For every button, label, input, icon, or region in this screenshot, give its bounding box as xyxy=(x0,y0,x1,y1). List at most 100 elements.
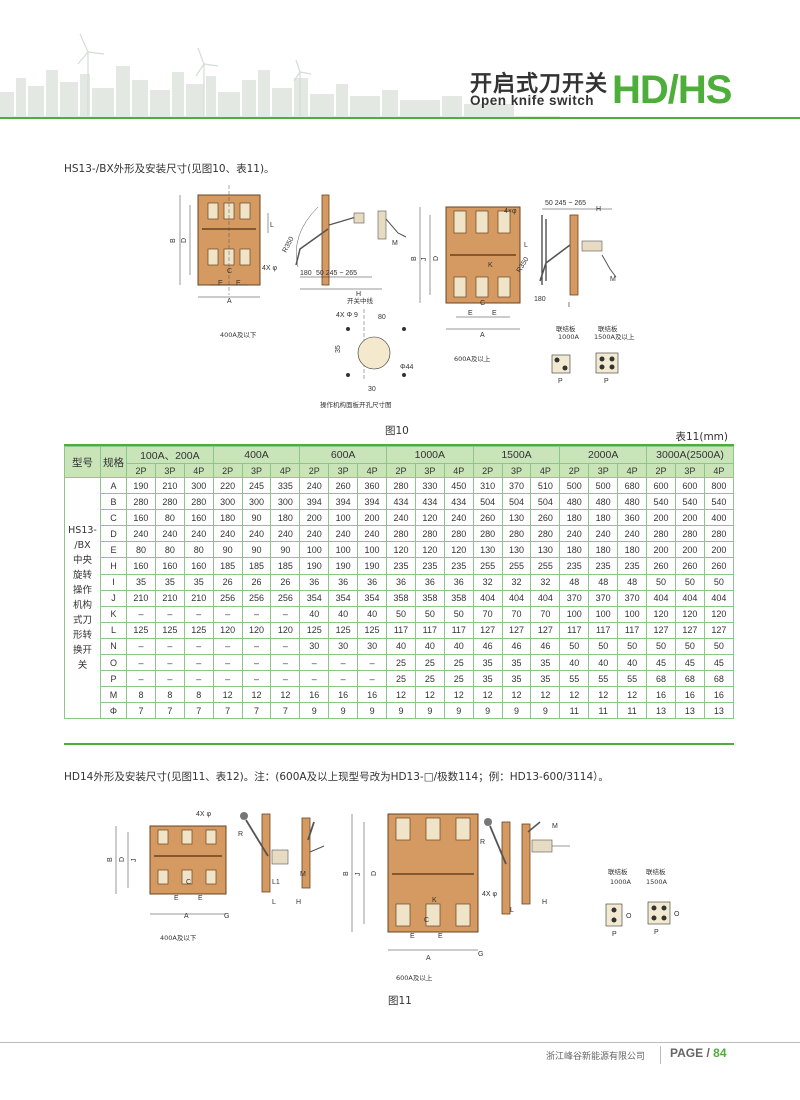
svg-text:P: P xyxy=(654,929,659,936)
value-cell: 235 xyxy=(443,557,474,575)
svg-text:E: E xyxy=(198,895,203,902)
value-cell: 117 xyxy=(414,621,445,639)
value-cell: 9 xyxy=(328,702,359,720)
value-cell: – xyxy=(126,670,156,688)
value-cell: 190 xyxy=(328,557,359,575)
value-cell: 245 xyxy=(241,476,272,495)
svg-text:E: E xyxy=(468,310,473,317)
value-cell: 370 xyxy=(617,589,648,607)
value-cell: 404 xyxy=(530,589,561,607)
value-cell: 80 xyxy=(154,541,185,559)
value-cell: 540 xyxy=(674,493,705,511)
svg-text:联结板: 联结板 xyxy=(646,867,666,876)
value-cell: 45 xyxy=(646,654,676,672)
svg-text:4X φ: 4X φ xyxy=(196,811,212,818)
group-header: 3000A(2500A) xyxy=(646,446,734,464)
svg-text:4×φ: 4×φ xyxy=(504,208,517,215)
value-cell: 25 xyxy=(414,654,445,672)
svg-text:L: L xyxy=(524,242,528,249)
svg-text:600A及以上: 600A及以上 xyxy=(454,354,491,363)
param-cell: P xyxy=(100,670,127,688)
value-cell: 50 xyxy=(674,637,705,656)
value-cell: 45 xyxy=(674,654,705,672)
param-cell: M xyxy=(100,686,127,704)
svg-text:1000A: 1000A xyxy=(558,333,580,341)
value-cell: 280 xyxy=(386,476,416,495)
value-cell: 55 xyxy=(559,670,590,688)
value-cell: – xyxy=(183,654,214,672)
svg-text:D: D xyxy=(433,256,440,261)
value-cell: 9 xyxy=(386,702,416,720)
value-cell: 600 xyxy=(674,476,705,495)
value-cell: 130 xyxy=(472,541,503,559)
value-cell: 180 xyxy=(617,541,648,559)
pole-header: 3P xyxy=(588,463,619,478)
value-cell: 235 xyxy=(386,557,416,575)
value-cell: 40 xyxy=(588,654,619,672)
value-cell: 510 xyxy=(530,476,561,495)
value-cell: 9 xyxy=(530,702,561,720)
value-cell: 13 xyxy=(703,702,735,720)
param-cell: K xyxy=(100,605,127,623)
value-cell: 35 xyxy=(530,670,561,688)
value-cell: 190 xyxy=(299,557,330,575)
value-cell: – xyxy=(154,654,185,672)
svg-text:O: O xyxy=(626,913,632,920)
value-cell: 40 xyxy=(357,605,388,623)
header-divider xyxy=(0,117,800,119)
value-cell: 235 xyxy=(617,557,648,575)
product-model-title: HD/HS xyxy=(612,68,732,112)
value-cell: 12 xyxy=(559,686,590,704)
value-cell: 210 xyxy=(183,589,214,607)
section1-caption: HS13-/BX外形及安装尺寸(见图10、表11)。 xyxy=(64,163,275,175)
value-cell: 330 xyxy=(414,476,445,495)
svg-text:H: H xyxy=(296,899,301,906)
value-cell: 394 xyxy=(328,493,359,511)
value-cell: 46 xyxy=(530,637,561,656)
value-cell: – xyxy=(183,605,214,623)
value-cell: – xyxy=(241,637,272,656)
svg-text:B: B xyxy=(343,871,350,876)
value-cell: 210 xyxy=(154,589,185,607)
group-header: 600A xyxy=(299,446,388,464)
value-cell: 50 xyxy=(674,573,705,591)
value-cell: 26 xyxy=(241,573,272,591)
svg-text:Φ44: Φ44 xyxy=(400,364,413,371)
value-cell: 200 xyxy=(357,509,388,527)
model-label-line: 关 xyxy=(77,660,88,672)
value-cell: 256 xyxy=(241,589,272,607)
value-cell: 370 xyxy=(588,589,619,607)
value-cell: 12 xyxy=(617,686,648,704)
value-cell: 35 xyxy=(154,573,185,591)
svg-text:B: B xyxy=(170,238,177,243)
value-cell: 255 xyxy=(472,557,503,575)
value-cell: 434 xyxy=(443,493,474,511)
value-cell: 280 xyxy=(674,525,705,543)
value-cell: 120 xyxy=(270,621,301,639)
value-cell: 130 xyxy=(530,541,561,559)
svg-text:80: 80 xyxy=(378,314,386,321)
param-cell: A xyxy=(100,476,127,495)
value-cell: 210 xyxy=(126,589,156,607)
svg-text:M: M xyxy=(392,240,398,247)
value-cell: 36 xyxy=(386,573,416,591)
model-label-line: 形转 xyxy=(72,630,92,642)
svg-text:P: P xyxy=(604,378,609,385)
value-cell: 434 xyxy=(414,493,445,511)
footer-separator xyxy=(660,1046,661,1064)
value-cell: 200 xyxy=(646,541,676,559)
value-cell: 100 xyxy=(328,541,359,559)
value-cell: – xyxy=(154,605,185,623)
group-header: 400A xyxy=(212,446,301,464)
value-cell: 35 xyxy=(530,654,561,672)
value-cell: 9 xyxy=(443,702,474,720)
svg-text:L: L xyxy=(510,907,514,914)
value-cell: 50 xyxy=(646,573,676,591)
value-cell: 16 xyxy=(674,686,705,704)
value-cell: 9 xyxy=(414,702,445,720)
value-cell: 48 xyxy=(559,573,590,591)
